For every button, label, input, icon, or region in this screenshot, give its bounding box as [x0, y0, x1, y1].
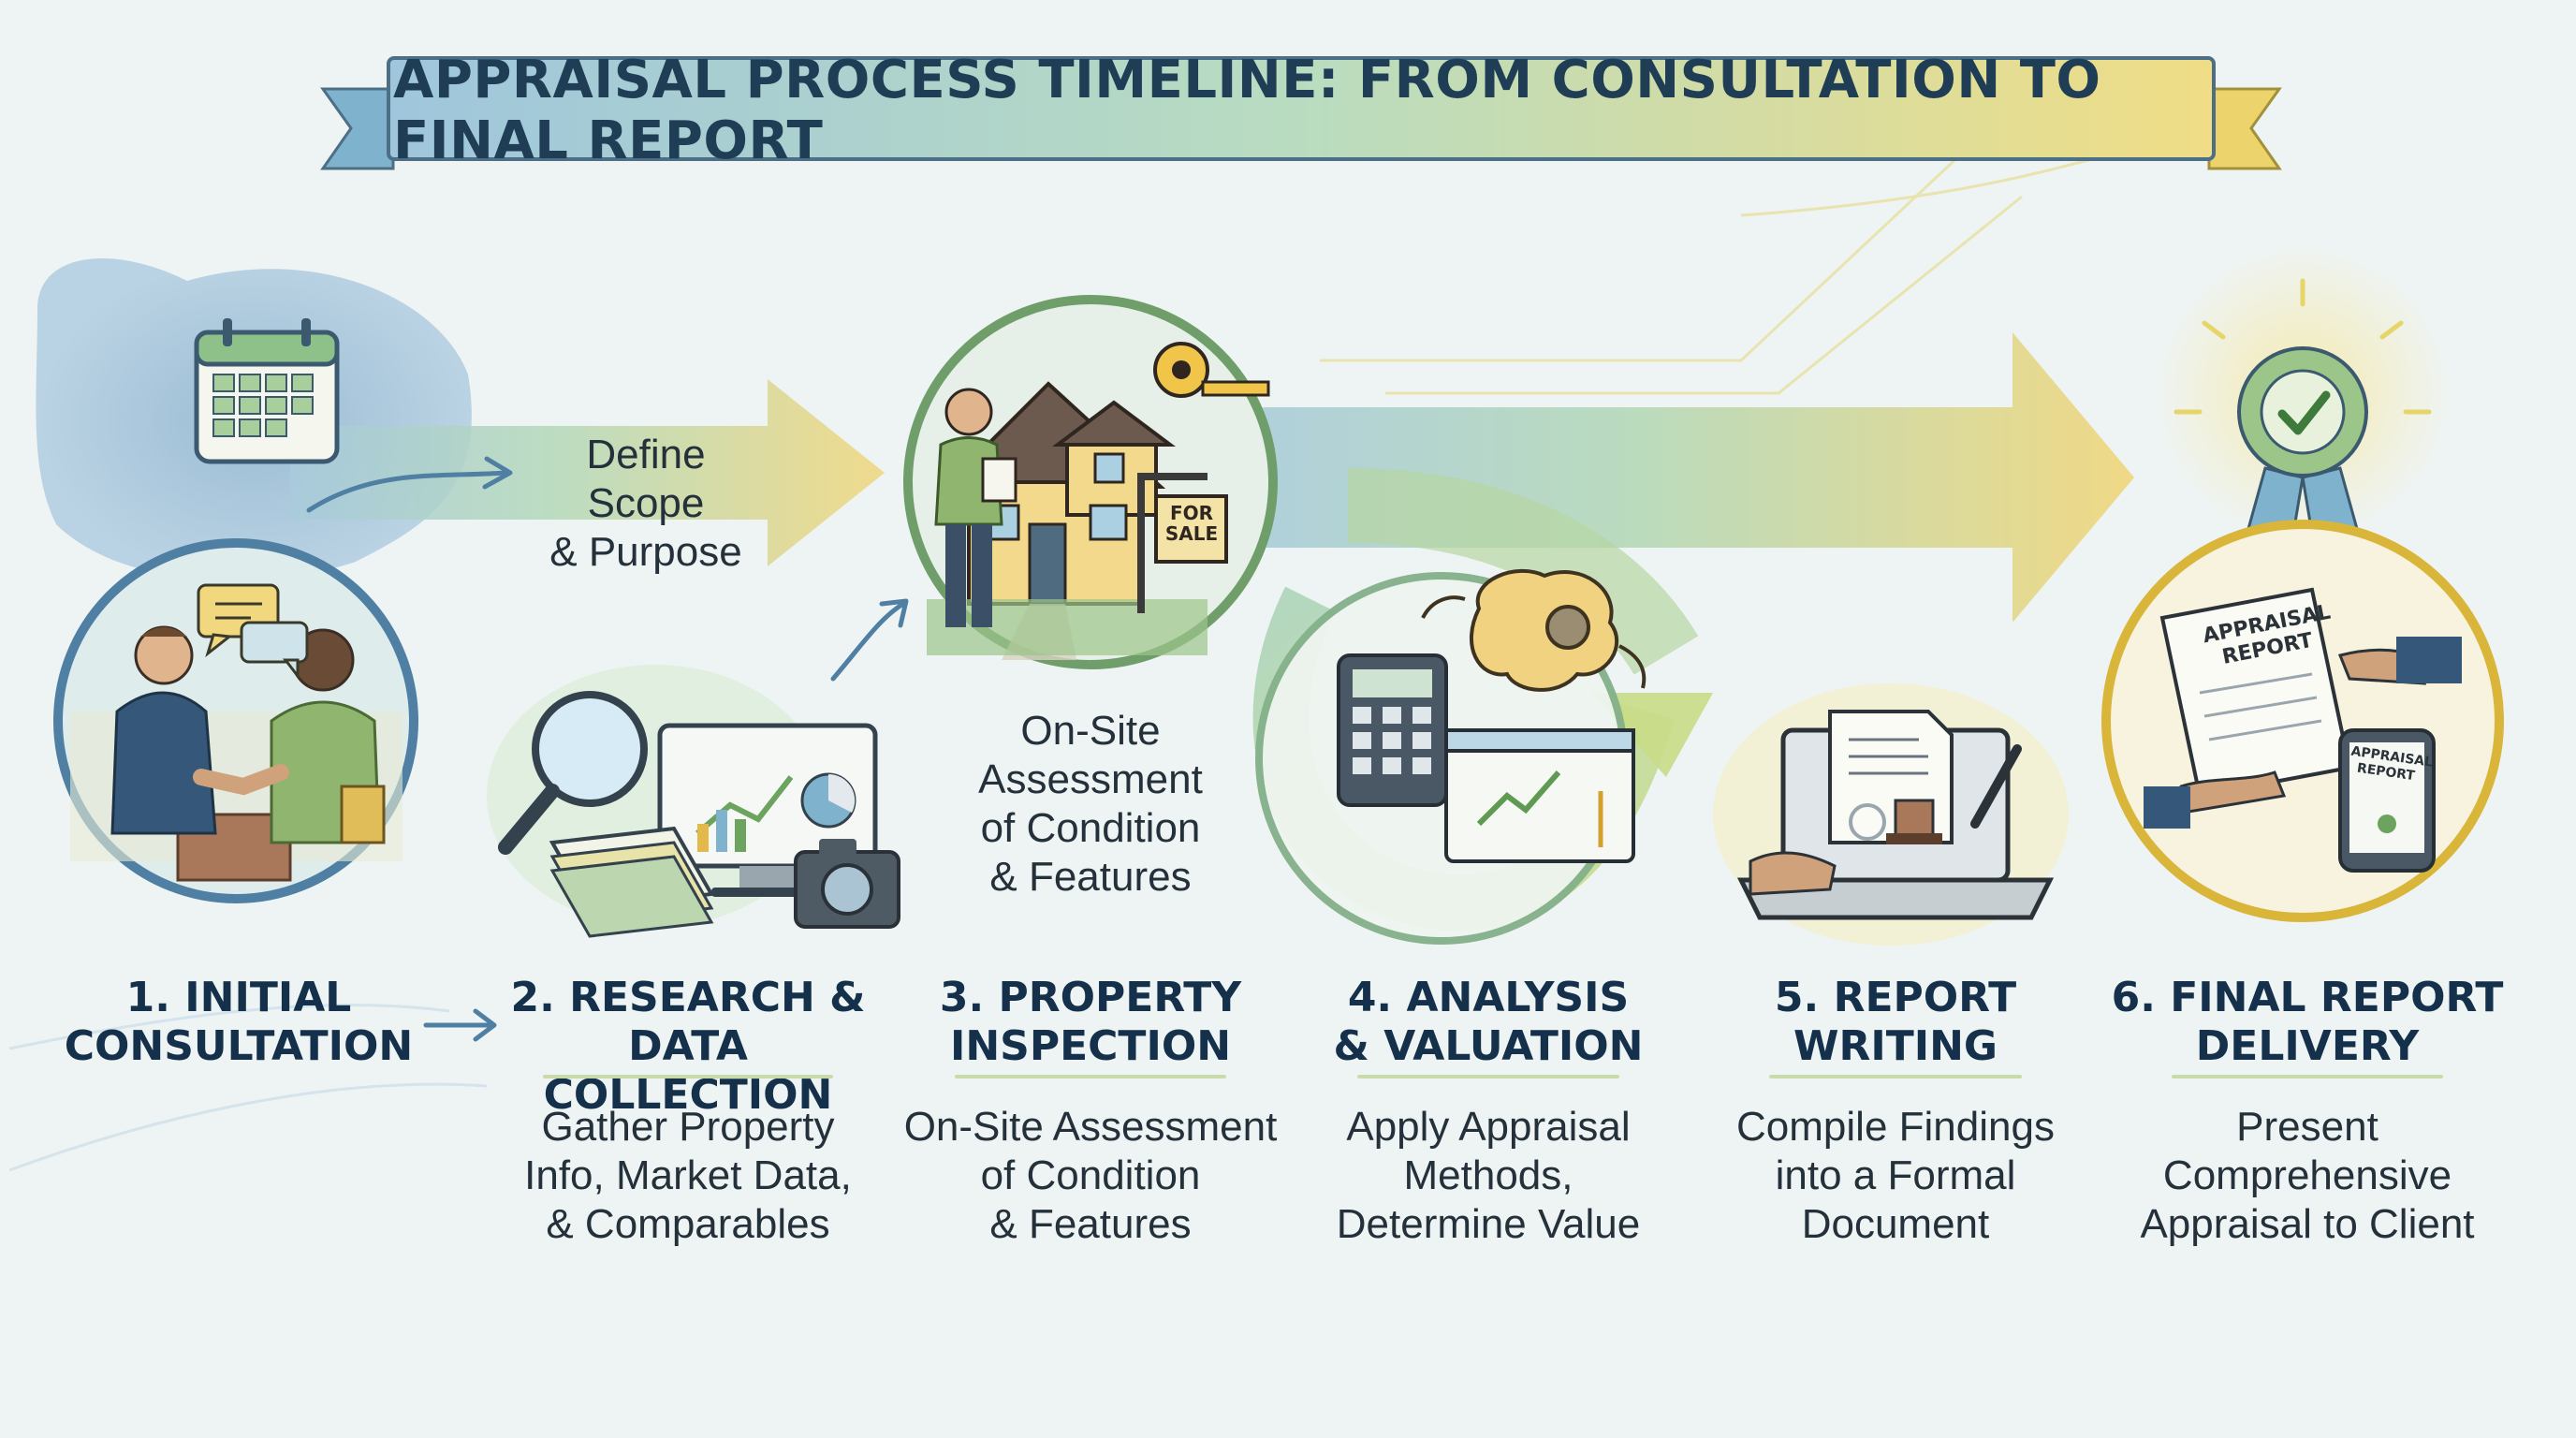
step5-illustration — [1713, 683, 2069, 946]
sign-label: FOR SALE — [1164, 502, 1219, 545]
small-arrows — [306, 456, 909, 1042]
inspection-callout: On-Site Assessment of Condition & Featur… — [978, 708, 1203, 900]
step5-title: 5. REPORT WRITING — [1774, 974, 2017, 1070]
tablet-icon — [2338, 728, 2436, 873]
camera-icon — [794, 839, 900, 929]
step1-circle — [53, 538, 418, 903]
calculator-icon — [1337, 653, 1448, 807]
handshake-icon — [193, 764, 289, 796]
for-sale-sign-icon — [1137, 473, 1228, 613]
step5-desc: Compile Findings into a Formal Document — [1736, 1104, 2055, 1247]
step3-underline — [955, 1075, 1226, 1078]
main-arrow — [290, 379, 885, 566]
chat-bubbles-icon — [197, 583, 309, 681]
step4-desc: Apply Appraisal Methods, Determine Value — [1336, 1104, 1641, 1247]
step3-circle — [903, 295, 1278, 669]
calendar-icon — [194, 318, 340, 464]
step2-underline — [543, 1075, 833, 1078]
step1-title: 1. INITIAL CONSULTATION — [64, 974, 414, 1070]
award-sparkles — [2174, 278, 2432, 415]
spreadsheet-icon — [1444, 728, 1635, 863]
step3-desc: On-Site Assessment of Condition & Featur… — [903, 1104, 1278, 1247]
step2-title: 2. RESEARCH & DATA COLLECTION — [510, 974, 866, 1119]
step4-title: 4. ANALYSIS & VALUATION — [1333, 974, 1644, 1070]
documents-icon — [549, 826, 715, 938]
title-banner — [320, 56, 2282, 170]
tape-measure-icon — [1153, 342, 1270, 398]
pen-icon — [1970, 744, 2022, 829]
step6-underline — [2172, 1075, 2443, 1078]
arrow-label: Define Scope & Purpose — [549, 432, 742, 575]
magnifier-icon — [498, 691, 648, 855]
step3-title: 3. PROPERTY INSPECTION — [939, 974, 1242, 1070]
step2-illustration — [487, 665, 900, 938]
stamp-icon — [1886, 799, 1942, 844]
page-title: APPRAISAL PROCESS TIMELINE: FROM CONSULT… — [393, 50, 2101, 171]
background-swooshes — [8, 1004, 488, 1172]
step2-desc: Gather Property Info, Market Data, & Com… — [524, 1104, 852, 1247]
step5-underline — [1769, 1075, 2022, 1078]
step6-desc: Present Comprehensive Appraisal to Clien… — [2140, 1104, 2475, 1247]
step6-circle — [2101, 520, 2504, 922]
step6-title: 6. FINAL REPORT DELIVERY — [2111, 974, 2504, 1070]
monitor-chart-icon — [657, 723, 878, 897]
brain-gear-icon — [1421, 569, 1647, 692]
appraiser-icon — [934, 388, 1017, 627]
main-arrow-long — [1217, 332, 2134, 623]
step4-circle — [1255, 569, 1647, 945]
step4-underline — [1357, 1075, 1619, 1078]
